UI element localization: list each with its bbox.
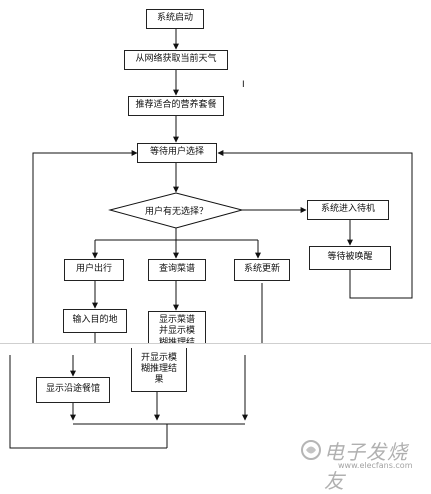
node-standby-label: 系统进入待机 [320,204,375,215]
node-system-start: 系统启动 [146,9,204,29]
node-wait-select: 等待用户选择 [137,143,217,163]
node-show-menu-duplicate: 开显示模 糊推理结 果 [131,348,187,392]
node-user-travel-label: 用户出行 [75,264,112,275]
loop-wake-to-wait [217,150,413,299]
cursor-glyph: I [242,80,245,90]
node-input-destination: 输入目的地 [63,309,127,333]
loop-left-to-wait [9,354,167,449]
watermark-title: 电子发烧友 [324,440,408,493]
show-menu-line-2: 并显示模 [158,326,195,337]
loop-left-upper [32,150,138,343]
node-recommend: 推荐适合的营养套餐 [128,96,224,116]
watermark-logo-icon [301,440,321,460]
node-show-restaurants-label: 显示沿途餐馆 [45,384,100,395]
node-wait-wake-label: 等待被唤醒 [327,252,373,263]
show-menu-line-3: 糊推理结 [159,338,195,349]
watermark-url: www.elecfans.com [338,461,413,470]
overlap-band [0,343,431,355]
node-fetch-weather: 从网络获取当前天气 [124,50,228,70]
node-user-travel: 用户出行 [64,259,124,281]
node-system-start-label: 系统启动 [156,13,193,24]
node-recommend-label: 推荐适合的营养套餐 [135,100,217,111]
decision-diamond [108,192,244,229]
node-show-restaurants: 显示沿途餐馆 [36,377,110,403]
node-input-destination-label: 输入目的地 [72,315,118,326]
show-menu-dup-line-1: 开显示模 [140,352,177,363]
show-menu-dup-line-3: 果 [154,375,164,386]
node-wait-wake: 等待被唤醒 [309,246,391,270]
node-standby: 系统进入待机 [307,200,389,220]
watermark: 电子发烧友 www.elecfans.com [298,436,423,493]
show-menu-line-1: 显示菜谱 [158,315,195,325]
node-fetch-weather-label: 从网络获取当前天气 [135,54,217,65]
show-menu-dup-line-2: 糊推理结 [140,363,177,374]
node-system-update: 系统更新 [234,259,290,281]
node-system-update-label: 系统更新 [243,264,280,275]
node-decision-label: 用户有无选择？ [145,207,209,217]
node-query-menu-label: 查询菜谱 [158,264,195,275]
node-query-menu: 查询菜谱 [148,259,206,281]
node-wait-select-label: 等待用户选择 [149,147,204,158]
